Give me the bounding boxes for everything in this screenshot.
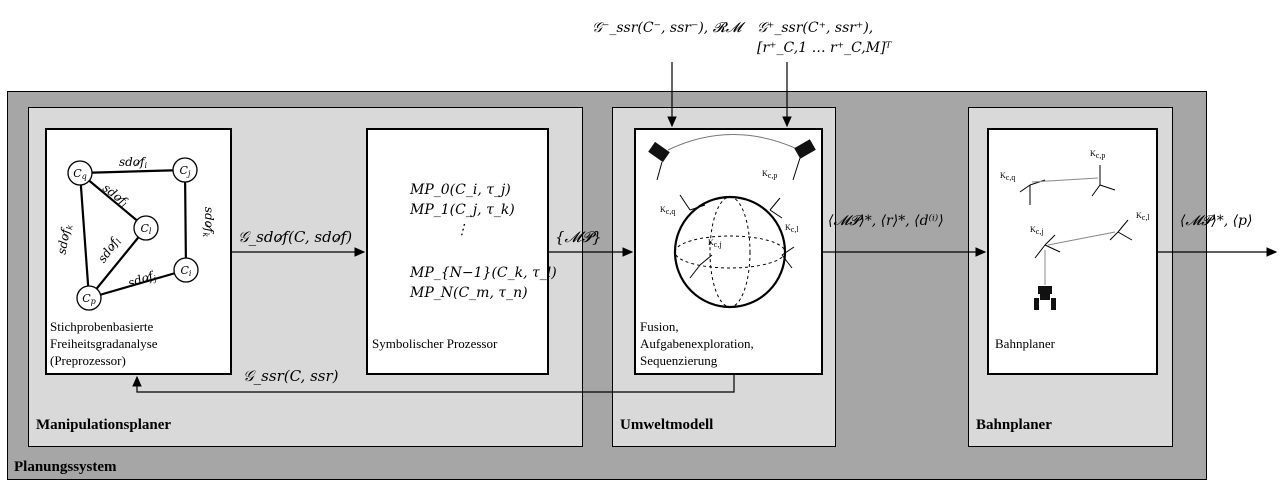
symbolic-processor-caption: Symbolischer Prozessor xyxy=(372,336,498,351)
svg-text:Cl: Cl xyxy=(141,222,152,236)
symbolic-item-4: MP_N(C_m, τ_n) xyxy=(410,285,528,301)
svg-text:Kc,l: Kc,l xyxy=(785,223,799,234)
svg-text:Kc,j: Kc,j xyxy=(1030,225,1044,236)
svg-text:sdof̸k: sdof̸k xyxy=(201,207,216,238)
node-cp xyxy=(76,285,102,311)
symbolic-item-0: MP_0(C_i, τ_j) xyxy=(410,182,511,198)
preprocessor-caption: Stichprobenbasierte Freiheitsgradanalyse… xyxy=(50,319,158,368)
manipulation-planner-label: Manipulationsplaner xyxy=(36,417,172,433)
svg-text:Kc,l: Kc,l xyxy=(1136,211,1150,222)
node-cj xyxy=(172,157,198,183)
fusion-caption: Fusion, Aufgabenexploration, Sequenzieru… xyxy=(640,319,754,368)
symbolic-item-1: MP_1(C_j, τ_k) xyxy=(410,202,515,218)
svg-text:Kc,j: Kc,j xyxy=(708,238,722,249)
planning-system-label: Planungssystem xyxy=(14,459,117,475)
fusion-box xyxy=(634,128,823,375)
signal-mp-set: {𝓜𝓟} xyxy=(555,228,602,246)
svg-text:Kc,p: Kc,p xyxy=(762,169,777,180)
path-planner-caption: Bahnplaner xyxy=(995,336,1055,351)
signal-g-sdof: 𝒢_sdof̸(C, sdof̸) xyxy=(238,228,353,246)
svg-text:Ci: Ci xyxy=(181,264,192,278)
node-cq xyxy=(67,160,93,186)
signal-g-ssr: 𝒢_ssr(C, ssr) xyxy=(243,367,339,385)
svg-text:Kc,q: Kc,q xyxy=(1000,171,1015,182)
svg-text:Kc,q: Kc,q xyxy=(660,205,675,216)
camera-left-icon xyxy=(648,141,670,163)
node-cl xyxy=(133,215,159,241)
signal-top-right: 𝒢⁺_ssr(C⁺, ssr⁺), [r⁺_C,1 … r⁺_C,M]ᵀ xyxy=(757,20,892,56)
signal-final-out: ⟨𝓜𝓟⟩*, ⟨p⟩ xyxy=(1180,213,1253,229)
environment-model-label: Umweltmodell xyxy=(620,417,714,433)
svg-text:Kc,p: Kc,p xyxy=(1090,149,1105,160)
signal-top-left: 𝒢⁻_ssr(C⁻, ssr⁻), 𝓡𝓜 xyxy=(592,20,742,36)
svg-text:Cj: Cj xyxy=(180,164,191,178)
node-ci xyxy=(173,257,199,283)
signal-mid-out: ⟨𝓜𝓟⟩*, ⟨r⟩*, ⟨d⁽ⁱ⁾⟩ xyxy=(828,213,944,229)
symbolic-item-2: ⋮ xyxy=(455,222,469,238)
arrow-feedback xyxy=(132,375,735,393)
path-planner-box xyxy=(987,128,1158,375)
symbolic-item-3: MP_{N−1}(C_k, τ_l) xyxy=(410,265,557,281)
svg-text:sdof̸k: sdof̸k xyxy=(55,223,75,256)
gripper-icon xyxy=(1034,286,1056,310)
path-planner-label: Bahnplaner xyxy=(976,417,1052,433)
camera-right-icon xyxy=(794,139,816,159)
svg-text:sdof̸i: sdof̸i xyxy=(119,155,148,170)
symbolic-processor-box xyxy=(366,128,549,375)
